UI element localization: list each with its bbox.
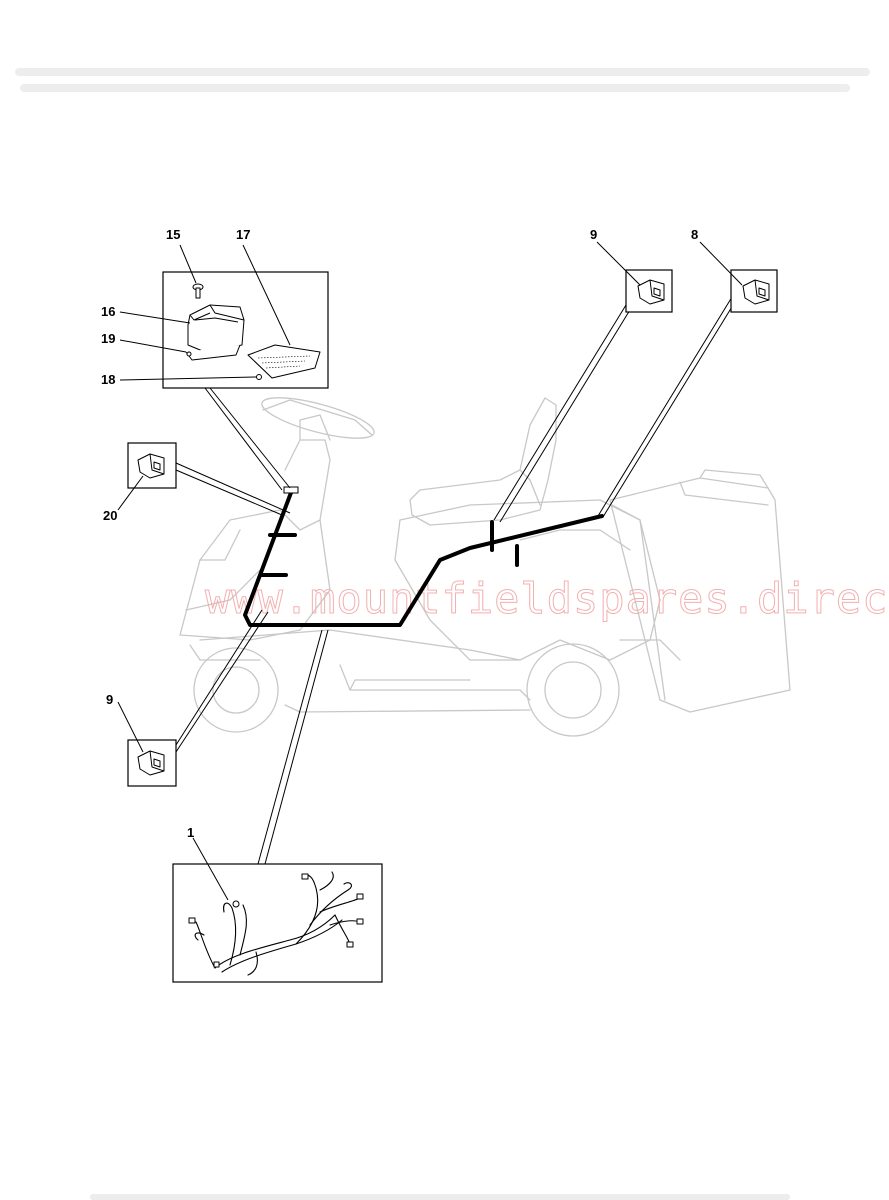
callout-20: 20 [103,508,117,523]
control-unit-detail-box [119,244,329,389]
blurred-header [15,68,870,1200]
callout-17: 17 [236,227,250,242]
callout-16: 16 [101,304,115,319]
main-harness-route [243,486,604,627]
bolt-part-15 [192,283,204,299]
callout-19: 19 [101,331,115,346]
callout-9-bottom: 9 [106,692,113,707]
switch-box-part-20 [117,442,177,511]
switch-box-part-9-bottom [117,701,177,787]
leader-lines [175,296,739,865]
screw-part-18 [256,374,262,380]
callout-8: 8 [691,227,698,242]
circuit-board-part-17 [247,344,321,379]
switch-box-part-8 [699,241,778,313]
callout-1: 1 [187,825,194,840]
callout-18: 18 [101,372,115,387]
ride-on-mower-outline [179,397,791,737]
callout-9-top: 9 [590,227,597,242]
watermark-text: www.mountfieldspares.direct [205,574,889,623]
wiring-loom-part-1 [188,871,364,976]
harness-connector-dash [283,486,299,494]
switch-box-part-9-top [596,241,673,313]
control-module-part-16 [187,304,245,353]
bracket-part-19 [185,344,241,361]
callout-15: 15 [166,227,180,242]
wiring-loom-detail-box-part-1 [172,837,383,983]
